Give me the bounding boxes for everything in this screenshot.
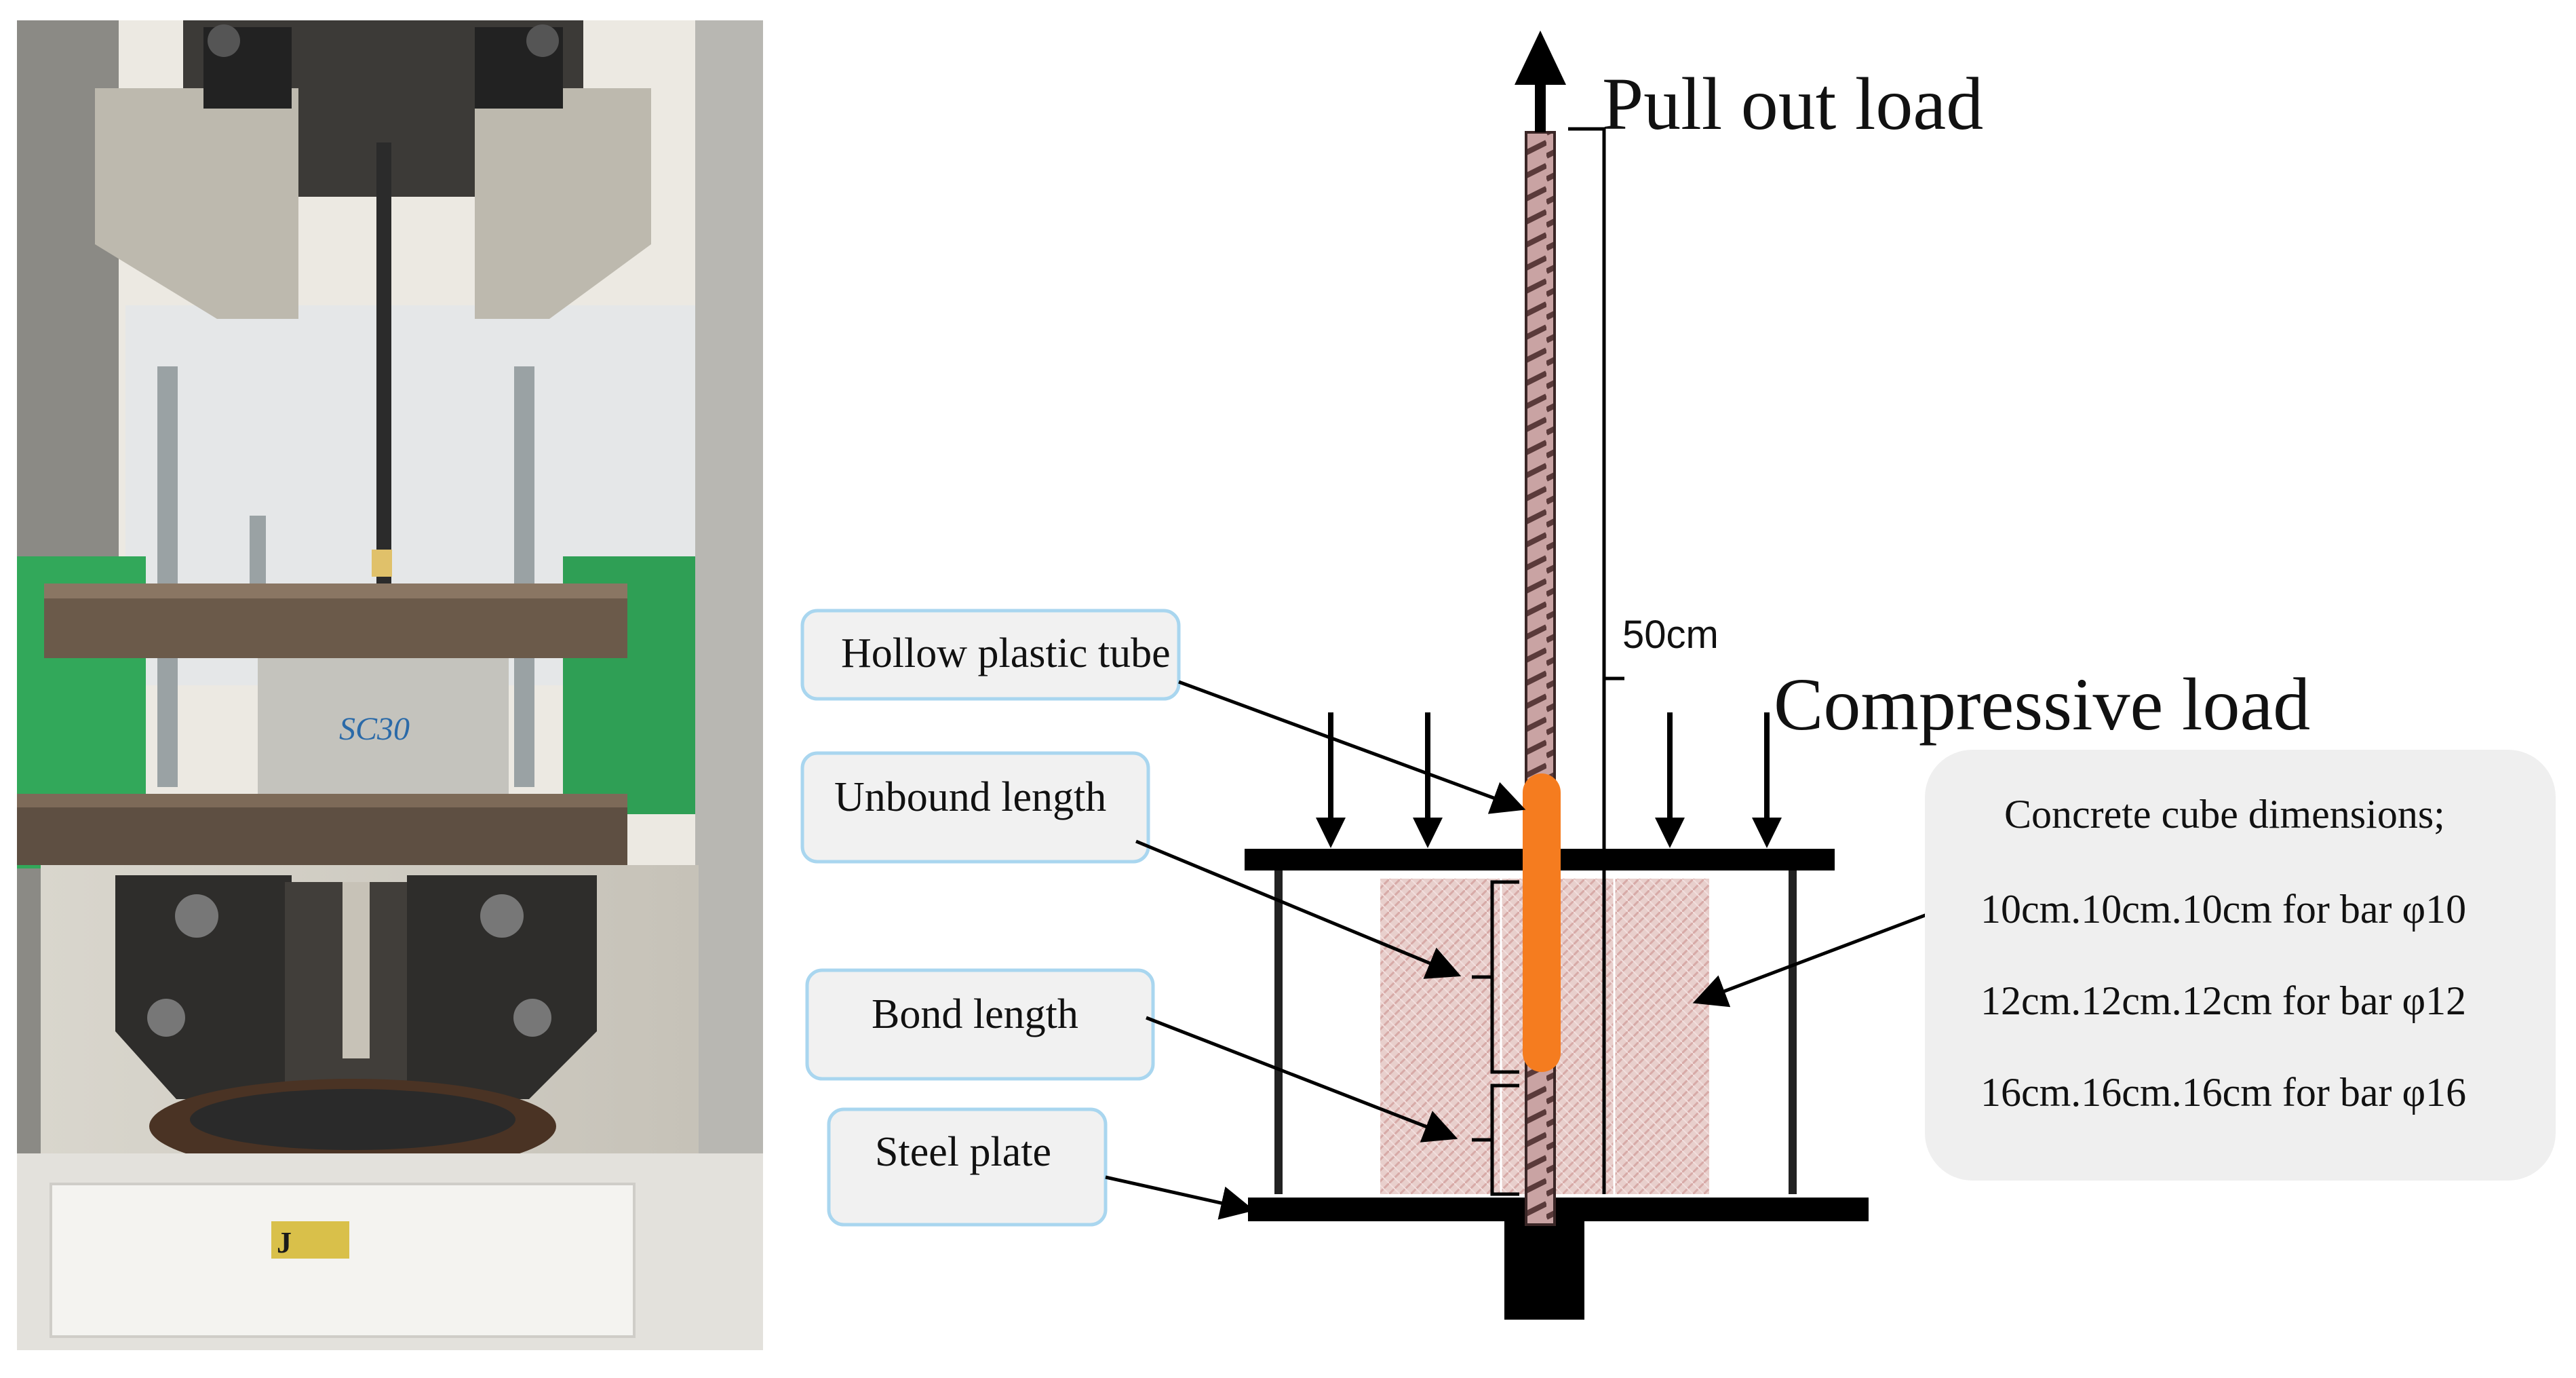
concrete-specs-box: Concrete cube dimensions; 10cm.10cm.10cm…	[1925, 750, 2556, 1181]
pull-out-arrow-head	[1515, 31, 1566, 85]
specs-line-1: 10cm.10cm.10cm for bar φ10	[1980, 887, 2466, 932]
callout-hollow-plastic-tube: Hollow plastic tube	[800, 609, 1181, 701]
dimension-label: 50cm	[1622, 613, 1719, 657]
compressive-load-arrows	[1316, 712, 1782, 848]
specs-line-3: 16cm.16cm.16cm for bar φ16	[1980, 1070, 2466, 1115]
right-support-rod	[1789, 862, 1797, 1194]
testing-machine-photo: SC30 J	[17, 20, 763, 1350]
callout-unbound-length: Unbound length	[800, 751, 1150, 864]
base-block	[1504, 1221, 1584, 1320]
bottom-steel-plate	[1248, 1198, 1869, 1221]
specs-title: Concrete cube dimensions;	[2004, 792, 2445, 837]
schematic: Pull out load 50cm Compressive load Holl…	[800, 31, 2556, 1320]
hollow-plastic-tube	[1523, 773, 1561, 1072]
svg-text:Steel plate: Steel plate	[875, 1129, 1051, 1175]
svg-text:SC30: SC30	[339, 711, 410, 747]
callout-steel-plate: Steel plate	[827, 1107, 1108, 1227]
pull-out-load-label: Pull out load	[1602, 62, 1983, 145]
callout-bond-length: Bond length	[805, 968, 1155, 1081]
svg-text:Unbound length: Unbound length	[834, 774, 1106, 820]
left-support-rod	[1274, 862, 1283, 1194]
svg-text:J: J	[277, 1226, 292, 1259]
compressive-load-label: Compressive load	[1774, 663, 2310, 746]
specs-line-2: 12cm.12cm.12cm for bar φ12	[1980, 978, 2466, 1023]
dimension-bracket	[1568, 127, 1606, 678]
svg-text:Bond length: Bond length	[872, 991, 1078, 1037]
svg-text:Hollow plastic tube: Hollow plastic tube	[841, 630, 1171, 676]
